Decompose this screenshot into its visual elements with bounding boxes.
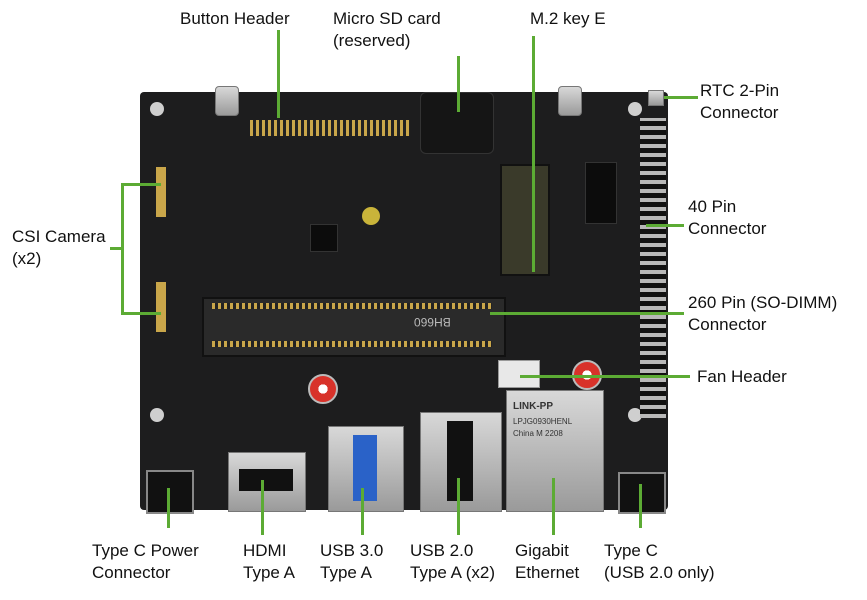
leader-line xyxy=(110,247,122,250)
sodimm-marking: BH660 xyxy=(414,315,451,329)
rtc-connector xyxy=(648,90,664,106)
label-fan-header: Fan Header xyxy=(697,367,787,386)
hdmi-port xyxy=(228,452,306,512)
leader-line xyxy=(532,36,535,272)
leader-line xyxy=(121,183,161,186)
leader-line xyxy=(457,478,460,535)
m2-screw xyxy=(362,207,380,225)
usb2-ports xyxy=(420,412,502,512)
leader-line xyxy=(121,183,124,315)
fan-header xyxy=(498,360,540,388)
ic-chip xyxy=(310,224,338,252)
40-pin-header xyxy=(640,118,666,418)
ethernet-origin: China M 2208 xyxy=(513,429,563,438)
capacitor xyxy=(308,374,338,404)
leader-line xyxy=(639,484,642,528)
leader-line xyxy=(361,488,364,535)
leader-line xyxy=(457,56,460,112)
mount-hole xyxy=(628,102,642,116)
label-sodimm: 260 Pin (SO-DIMM)Connector xyxy=(688,293,838,334)
leader-line xyxy=(277,30,280,118)
csi-connector xyxy=(156,167,166,217)
leader-line xyxy=(552,478,555,535)
carrier-board-photo: BH660 LINK-PP LPJG0930HENL China M 2208 xyxy=(140,86,668,514)
label-m2: M.2 key E xyxy=(530,9,606,28)
sodimm-slot: BH660 xyxy=(202,297,506,357)
leader-line xyxy=(520,375,690,378)
label-button-header: Button Header xyxy=(180,9,290,28)
type-c-usb2-port xyxy=(618,472,666,514)
button-header-pins xyxy=(250,120,410,136)
ic-chip xyxy=(585,162,617,224)
standoff xyxy=(558,86,582,116)
leader-line xyxy=(167,488,170,528)
ethernet-brand: LINK-PP xyxy=(513,401,553,412)
mount-hole xyxy=(628,408,642,422)
mount-hole xyxy=(150,102,164,116)
type-c-power-port xyxy=(146,470,194,514)
micro-sd-slot xyxy=(420,92,494,154)
standoff xyxy=(215,86,239,116)
label-micro-sd: Micro SD card(reserved) xyxy=(333,9,441,50)
ethernet-port: LINK-PP LPJG0930HENL China M 2208 xyxy=(506,390,604,512)
label-type-c: Type C(USB 2.0 only) xyxy=(604,541,715,582)
csi-connector xyxy=(156,282,166,332)
m2-key-e-slot xyxy=(500,164,550,276)
leader-line xyxy=(490,312,684,315)
leader-line xyxy=(121,312,161,315)
leader-line xyxy=(664,96,698,99)
leader-line xyxy=(646,224,684,227)
ethernet-model: LPJG0930HENL xyxy=(513,417,573,426)
leader-line xyxy=(261,480,264,535)
mount-hole xyxy=(150,408,164,422)
usb3-port xyxy=(328,426,404,512)
label-csi-camera: CSI Camera(x2) xyxy=(12,227,106,268)
